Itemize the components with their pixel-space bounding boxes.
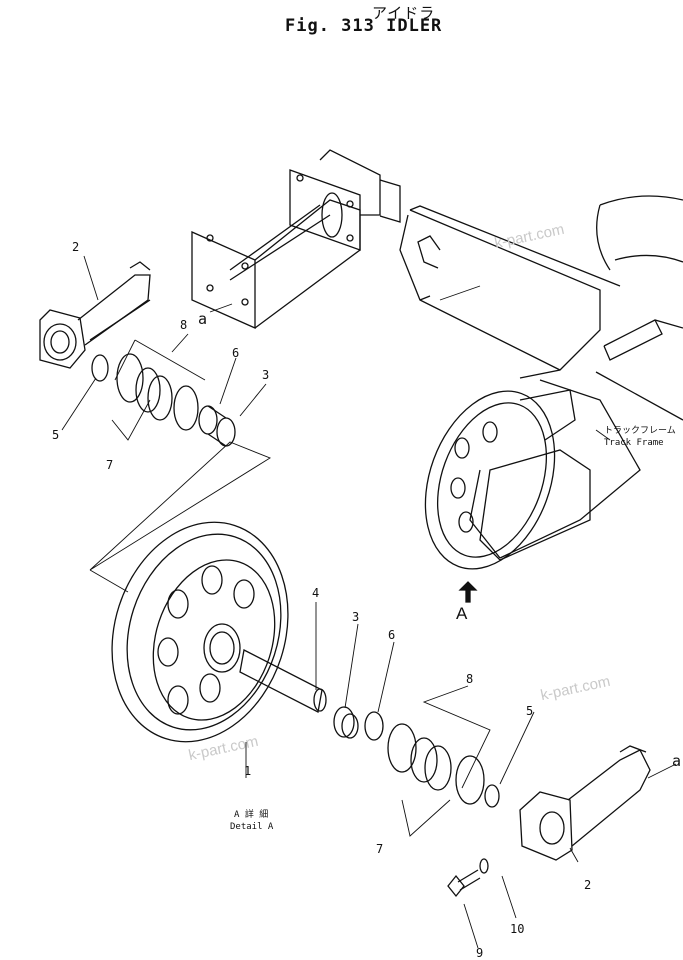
callout-1: 1: [244, 764, 252, 778]
idler-shaft: [239, 649, 327, 713]
seal-rings-top: [91, 353, 236, 447]
callout-5-bottom: 5: [526, 704, 534, 718]
callout-3-bottom: 3: [352, 610, 360, 624]
upper-shaft-assembly: [191, 149, 401, 330]
track-frame: [399, 195, 683, 559]
callout-6-top: 6: [232, 346, 240, 360]
callout-6-bottom: 6: [388, 628, 396, 642]
detail-label-jp: A 詳 細: [234, 810, 269, 820]
track-frame-label-jp: トラックフレーム: [604, 426, 676, 436]
ref-letter-top: a: [198, 310, 208, 328]
seal-rings-bottom: [333, 706, 500, 808]
detail-label: Detail A: [230, 822, 274, 832]
callout-9: 9: [476, 946, 484, 960]
callout-10: 10: [510, 922, 525, 936]
bolt-and-washer: [447, 858, 489, 898]
title-japanese: アイドラ: [372, 4, 436, 22]
support-bracket-top: [39, 261, 151, 369]
view-arrow-a: [458, 581, 478, 603]
track-frame-label: Track Frame: [604, 438, 664, 448]
view-arrow-letter: A: [456, 604, 468, 623]
idler-wheel: [111, 521, 289, 743]
callout-5-top: 5: [52, 428, 60, 442]
support-bracket-bottom: [519, 745, 651, 861]
callout-7-top: 7: [106, 458, 114, 472]
callout-2-top: 2: [72, 240, 80, 254]
callout-2-bottom: 2: [584, 878, 592, 892]
idler-wheel-installed: [424, 389, 591, 570]
callout-4: 4: [312, 586, 320, 600]
callout-7-bottom: 7: [376, 842, 384, 856]
figure-title: Fig. 313 IDLER: [285, 16, 443, 36]
callout-8-bottom: 8: [466, 672, 474, 686]
ref-letter-bottom: a: [672, 752, 682, 770]
callout-8-top: 8: [180, 318, 188, 332]
callout-3-top: 3: [262, 368, 270, 382]
leader-lines: [61, 255, 677, 949]
